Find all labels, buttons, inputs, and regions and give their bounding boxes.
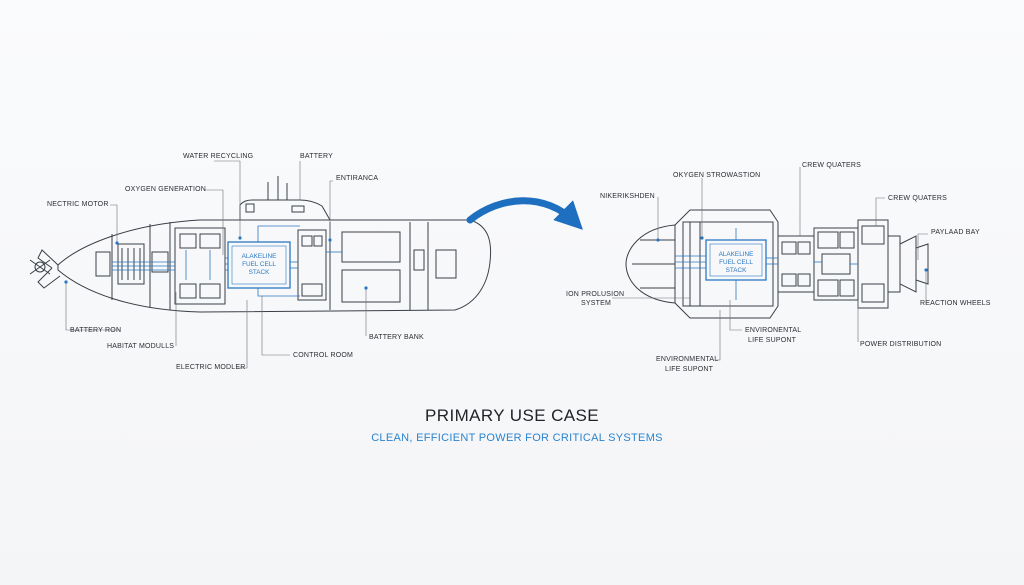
submarine-hull [57, 219, 492, 313]
label-water-recycling: WATER RECYCLING [183, 153, 253, 160]
label-entrance: ENTIRANCA [336, 175, 378, 182]
spacecraft-stack-line1: ALAKELINE [719, 251, 754, 258]
label-power-distribution: POWER DISTRIBUTION [860, 341, 941, 348]
label-env-support-left-line1: ENVIRONMENTAL [656, 356, 718, 363]
spacecraft-body [674, 209, 779, 319]
label-oxygen-generation: OXYGEN GENERATION [125, 186, 206, 193]
label-battery: BATTERY [300, 153, 333, 160]
label-habitat-modules: HABITAT MODULLS [107, 343, 174, 350]
label-nikerikshden: NIKERIKSHDEN [600, 193, 655, 200]
label-ion-propulsion-line1: ION PROLUSION [566, 291, 624, 298]
label-crew-quaters-right: CREW QUATERS [888, 195, 947, 202]
submarine-stack-line1: ALAKELINE [242, 253, 277, 260]
spacecraft-drawing [612, 167, 929, 361]
submarine-labels: WATER RECYCLING BATTERY ENTIRANCA OXYGEN… [47, 153, 424, 371]
label-crew-quaters-top: CREW QUATERS [802, 162, 861, 169]
label-payload-bay: PAYLAAD BAY [931, 229, 980, 236]
label-oxygen-strowastion: OKYGEN STROWASTION [673, 172, 760, 179]
label-battery-bank: BATTERY BANK [369, 334, 424, 341]
label-reaction-wheels: REACTION WHEELS [920, 300, 991, 307]
label-env-support-left-line2: LIFE SUPONT [665, 366, 714, 373]
submarine-drawing [29, 160, 492, 369]
label-env-support-right-line1: ENVIRONENTAL [745, 327, 801, 334]
caption-subtitle: CLEAN, EFFICIENT POWER FOR CRITICAL SYST… [371, 432, 663, 444]
submarine-fuel-cell-stack [227, 241, 291, 289]
label-ion-propulsion-line2: SYSTEM [581, 300, 611, 307]
spacecraft-stack-line2: FUEL CELL [719, 259, 753, 266]
transition-arrow [466, 197, 583, 230]
label-control-room: CONTROL ROOM [293, 352, 353, 359]
label-electric-motor: NECTRIC MOTOR [47, 201, 109, 208]
spacecraft-labels: NIKERIKSHDEN OKYGEN STROWASTION CREW QUA… [566, 162, 991, 373]
conning-tower [239, 199, 331, 221]
label-battery-room: BATTERY RON [70, 327, 121, 334]
caption-title: PRIMARY USE CASE [425, 406, 599, 425]
submarine-stack-line2: FUEL CELL [242, 261, 276, 268]
spacecraft-stack-line3: STACK [726, 267, 748, 274]
label-env-support-right-line2: LIFE SUPONT [748, 337, 797, 344]
label-electric-modler: ELECTRIC MODLER [176, 364, 246, 371]
submarine-stack-line3: STACK [249, 269, 271, 276]
spacecraft-nose [625, 224, 676, 304]
